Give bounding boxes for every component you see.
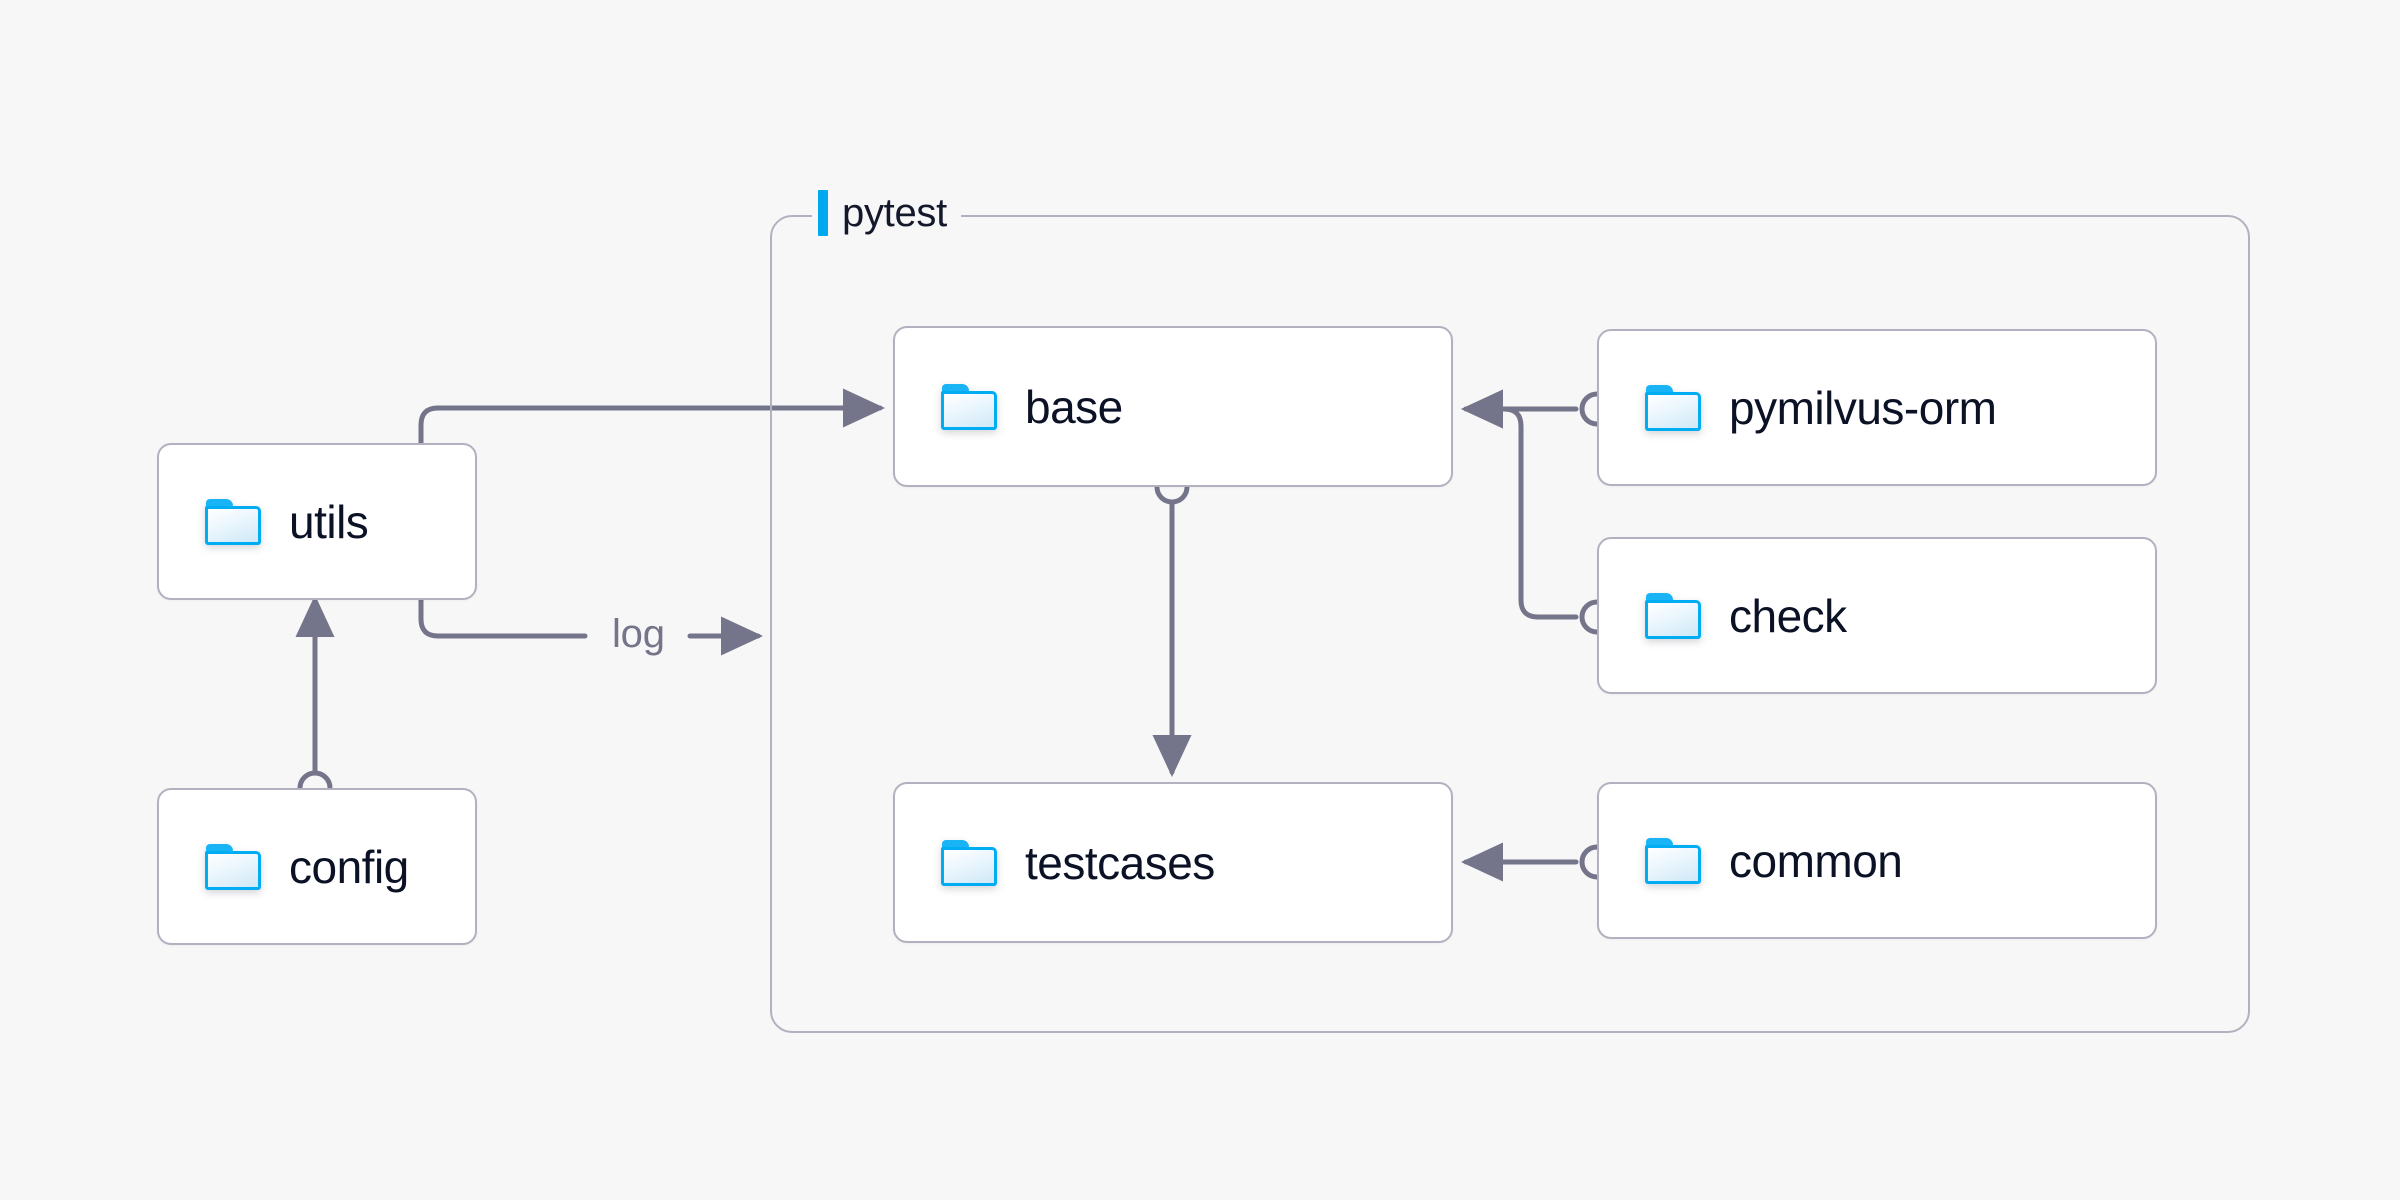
node-common-label: common	[1729, 834, 1903, 887]
node-pymilvus-orm[interactable]: pymilvus-orm	[1597, 329, 2157, 486]
node-common[interactable]: common	[1597, 782, 2157, 939]
pytest-group-container	[770, 215, 2250, 1033]
node-base[interactable]: base	[893, 326, 1453, 487]
folder-icon	[1645, 592, 1701, 639]
folder-icon	[941, 839, 997, 886]
folder-icon	[205, 843, 261, 890]
node-check[interactable]: check	[1597, 537, 2157, 694]
folder-icon	[941, 383, 997, 430]
folder-icon	[1645, 837, 1701, 884]
node-check-label: check	[1729, 589, 1847, 642]
node-testcases-label: testcases	[1025, 836, 1215, 889]
folder-icon	[205, 498, 261, 545]
pytest-group-label-text: pytest	[842, 191, 947, 235]
node-utils[interactable]: utils	[157, 443, 477, 600]
node-testcases[interactable]: testcases	[893, 782, 1453, 943]
node-pymilvus-orm-label: pymilvus-orm	[1729, 381, 1997, 434]
pytest-group-label: pytest	[812, 186, 961, 240]
folder-icon	[1645, 384, 1701, 431]
node-base-label: base	[1025, 380, 1123, 433]
pytest-accent-bar-icon	[818, 190, 828, 236]
node-utils-label: utils	[289, 495, 369, 548]
node-config[interactable]: config	[157, 788, 477, 945]
node-config-label: config	[289, 840, 409, 893]
edge-label-log: log	[602, 612, 675, 657]
